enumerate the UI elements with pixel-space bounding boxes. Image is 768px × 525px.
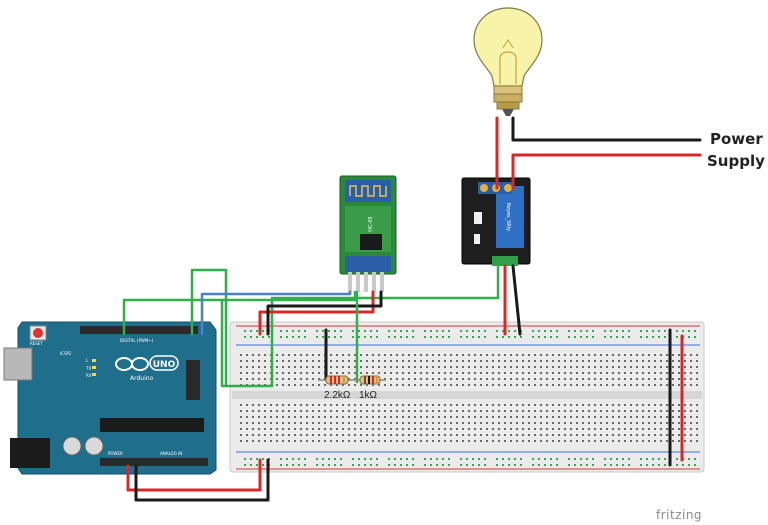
wire-arduino-red xyxy=(126,458,262,492)
relay-brand-label: Keyes_SRly xyxy=(505,203,511,231)
supply-label: Supply xyxy=(707,152,765,170)
relay-cube xyxy=(496,186,524,248)
resistor-2-2k xyxy=(318,375,356,385)
wire-bt-green-2 xyxy=(190,268,228,388)
reset-label: RESET xyxy=(30,341,43,346)
wire-bt-black xyxy=(266,290,383,336)
wire-bt-blue xyxy=(200,290,352,336)
bluetooth-chip xyxy=(360,234,382,250)
bluetooth-model-label: HC-05 xyxy=(368,216,374,231)
wire-power-red xyxy=(511,153,702,190)
icsp-label: ICSP2 xyxy=(60,351,72,356)
resistor-2-2k-label: 2.2kΩ xyxy=(324,390,351,401)
wire-bt-red xyxy=(258,290,375,336)
usb-port xyxy=(3,347,33,381)
bluetooth-module: HC-05 xyxy=(339,175,397,292)
l-led-label: L xyxy=(86,358,89,363)
arduino-logo xyxy=(115,355,179,371)
resistor-1k-label: 1kΩ xyxy=(359,390,378,401)
arduino-uno: UNO Arduino RESET ICSP2 DIGITAL (PWM~) P… xyxy=(3,321,217,475)
atmega-chip xyxy=(100,418,204,432)
analog-label: ANALOG IN xyxy=(160,451,182,456)
power-label: Power xyxy=(710,130,763,148)
digital-label: DIGITAL (PWM~) xyxy=(120,338,154,343)
relay-pin-header xyxy=(492,256,518,266)
light-bulb xyxy=(473,7,543,116)
wires xyxy=(122,116,702,502)
bluetooth-pins xyxy=(348,272,384,292)
tx-label: TX xyxy=(85,366,91,371)
breadboard xyxy=(229,321,705,473)
wire-relay-green xyxy=(220,264,500,388)
resistor-1k xyxy=(356,375,386,385)
breadboard-holes xyxy=(240,330,698,466)
icsp-header xyxy=(186,360,200,400)
wire-relay-black xyxy=(511,264,522,336)
reset-button xyxy=(33,328,43,338)
relay-module: Keyes_SRly xyxy=(461,177,531,266)
power-label: POWER xyxy=(108,451,123,456)
dc-jack xyxy=(10,438,50,468)
power-analog-header xyxy=(100,458,208,466)
fritzing-watermark: fritzing xyxy=(656,508,703,522)
rx-label: RX xyxy=(86,373,92,378)
wire-arduino-black xyxy=(134,458,270,502)
arduino-uno-label: UNO xyxy=(153,360,176,370)
digital-header xyxy=(80,326,198,334)
wire-power-black xyxy=(511,116,702,142)
arduino-brand-label: Arduino xyxy=(130,375,154,382)
wire-bt-green-1 xyxy=(122,290,357,336)
